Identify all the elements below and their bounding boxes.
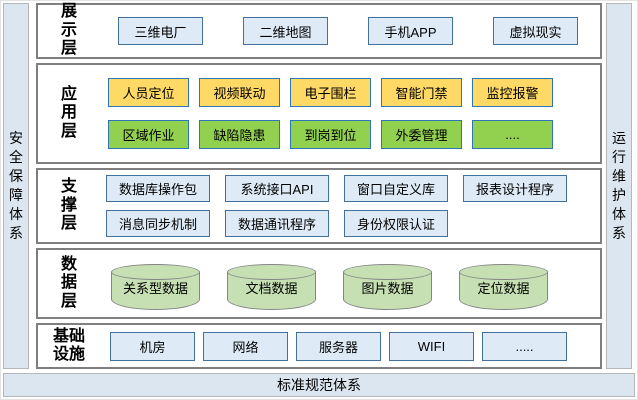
diagram-box: 数据库操作包	[106, 175, 210, 202]
layer-label-application: 应用层	[38, 65, 100, 162]
layer-row: 关系型数据 文档数据 图片数据 定位数据	[104, 258, 594, 310]
layer-content: 关系型数据 文档数据 图片数据 定位数据	[104, 250, 594, 317]
layer-row: 区域作业缺陷隐患到岗到位外委管理....	[104, 120, 594, 149]
diagram-box: 监控报警	[472, 78, 553, 107]
layer-label-display: 展示层	[38, 3, 100, 58]
bottom-bar: 标准规范体系	[3, 373, 635, 397]
layer-row: 数据库操作包系统接口API 窗口自定义库报表设计程序	[104, 175, 594, 202]
diagram-box: 消息同步机制	[106, 210, 210, 237]
diagram-box: 机房	[110, 331, 195, 361]
layer-label-infrastructure: 基础设施	[38, 325, 100, 367]
layer-label-text: 支撑层	[60, 178, 77, 233]
layer-panel-infrastructure: 基础设施机房网络服务器 WIFI.....	[36, 323, 602, 369]
cylinder-label: 图片数据	[361, 280, 414, 296]
layer-content: 三维电厂 二维地图 手机APP 虚拟现实	[104, 5, 594, 57]
database-cylinder: 定位数据	[459, 263, 548, 310]
cylinder-top-ellipse	[227, 263, 316, 280]
layer-row: 人员定位视频联动电子围栏智能门禁监控报警	[104, 78, 594, 107]
diagram-box: 数据通讯程序	[225, 210, 329, 237]
right-pillar: 运行维护体系	[606, 3, 632, 369]
layer-panel-data: 数据层 关系型数据 文档数据 图片数据 定位数据	[36, 248, 602, 319]
layer-label-text: 应用层	[60, 85, 77, 140]
layer-content: 数据库操作包系统接口API 窗口自定义库报表设计程序消息同步机制数据通讯程序身份权…	[104, 170, 594, 242]
layer-label-data: 数据层	[38, 250, 100, 317]
cylinder-top-ellipse	[459, 263, 548, 280]
diagram-box: 缺陷隐患	[199, 120, 280, 149]
diagram-box: 人员定位	[108, 78, 189, 107]
diagram-box: 报表设计程序	[463, 175, 567, 202]
diagram-box: ....	[472, 120, 553, 149]
database-cylinder: 文档数据	[227, 263, 316, 310]
diagram-box: 三维电厂	[118, 17, 203, 45]
cylinder-label: 关系型数据	[122, 280, 188, 296]
layer-row: 三维电厂 二维地图 手机APP 虚拟现实	[104, 17, 594, 45]
diagram-box: 网络	[203, 331, 288, 361]
layer-label-text: 基础设施	[52, 327, 85, 363]
cylinder-top-ellipse	[343, 263, 432, 280]
right-pillar-label: 运行维护体系	[612, 130, 626, 241]
layer-label-support: 支撑层	[38, 170, 100, 242]
layer-label-text: 数据层	[60, 255, 77, 310]
layer-panel-support: 支撑层 数据库操作包系统接口API 窗口自定义库报表设计程序消息同步机制数据通讯程序…	[36, 168, 602, 244]
left-pillar: 安全保障体系	[3, 3, 29, 369]
diagram-box: .....	[482, 331, 567, 361]
diagram-box: 窗口自定义库	[344, 175, 448, 202]
diagram-box: 区域作业	[108, 120, 189, 149]
diagram-box: 到岗到位	[290, 120, 371, 149]
layer-content: 人员定位视频联动电子围栏智能门禁监控报警区域作业缺陷隐患到岗到位外委管理....	[104, 65, 594, 162]
database-cylinder: 图片数据	[343, 263, 432, 310]
layer-content: 机房网络服务器 WIFI.....	[104, 325, 594, 367]
diagram-box: 电子围栏	[290, 78, 371, 107]
diagram-box: 二维地图	[243, 17, 328, 45]
cylinder-label: 定位数据	[477, 280, 530, 296]
diagram-box: WIFI	[389, 331, 474, 361]
diagram-box: 手机APP	[368, 17, 453, 45]
diagram-box: 智能门禁	[381, 78, 462, 107]
layer-panel-application: 应用层人员定位视频联动电子围栏智能门禁监控报警区域作业缺陷隐患到岗到位外委管理.…	[36, 63, 602, 164]
bottom-bar-label: 标准规范体系	[277, 377, 361, 393]
left-pillar-label: 安全保障体系	[9, 130, 23, 241]
diagram-box: 系统接口API	[225, 175, 329, 202]
layer-row: 消息同步机制数据通讯程序身份权限认证	[104, 210, 594, 237]
diagram-box: 服务器	[296, 331, 381, 361]
cylinder-label: 文档数据	[245, 280, 298, 296]
diagram-box: 外委管理	[381, 120, 462, 149]
cylinder-top-ellipse	[111, 263, 200, 280]
layer-row: 机房网络服务器 WIFI.....	[104, 331, 594, 361]
layer-label-text: 展示层	[60, 3, 77, 58]
layer-panel-display: 展示层 三维电厂 二维地图 手机APP 虚拟现实	[36, 3, 602, 59]
diagram-box: 视频联动	[199, 78, 280, 107]
database-cylinder: 关系型数据	[111, 263, 200, 310]
diagram-box: 虚拟现实	[493, 17, 578, 45]
diagram-box: 身份权限认证	[344, 210, 448, 237]
